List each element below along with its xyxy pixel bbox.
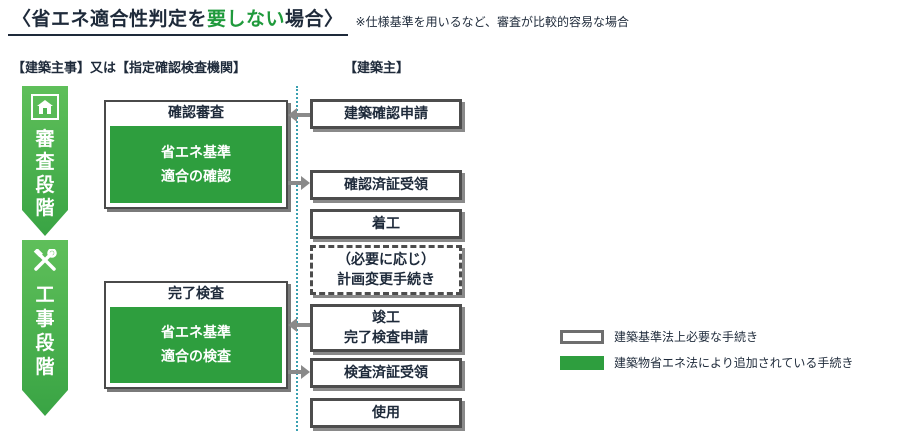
title-emphasis: 要しない xyxy=(207,8,286,30)
step-use-line-1: 使用 xyxy=(372,405,400,421)
step-construction-start: 着工 xyxy=(310,209,462,239)
stage-construction-char-4: 階 xyxy=(35,356,55,378)
legend-label-basic: 建築基準法上必要な手続き xyxy=(614,330,759,344)
inspection-box-header: 完了検査 xyxy=(168,286,224,302)
stage-construction: 工 事 段 階 xyxy=(22,240,68,416)
review-box: 確認審査 省エネ基準 適合の確認 xyxy=(104,100,288,209)
step-construction-start-line-1: 着工 xyxy=(372,216,400,232)
title-note: ※仕様基準を用いるなど、審査が比較的容易な場合 xyxy=(355,15,630,29)
legend-swatch-green xyxy=(560,355,604,370)
step-building-application: 建築確認申請 xyxy=(310,99,462,129)
legend-swatch-white xyxy=(560,329,604,344)
stage-review-char-1: 審 xyxy=(35,128,55,150)
step-completion-application: 竣工 完了検査申請 xyxy=(310,304,462,352)
step-inspection-receipt-line-1: 検査済証受領 xyxy=(344,365,428,381)
step-plan-change-line-1: （必要に応じ） xyxy=(337,252,435,268)
title-pre: 〈省エネ適合性判定を xyxy=(12,8,208,30)
building-icon xyxy=(31,94,59,120)
step-confirmation-receipt: 確認済証受領 xyxy=(310,170,462,200)
inspection-box: 完了検査 省エネ基準 適合の検査 xyxy=(104,281,288,389)
column-divider xyxy=(296,86,298,431)
legend-item-basic: 建築基準法上必要な手続き xyxy=(560,328,758,345)
step-inspection-receipt: 検査済証受領 xyxy=(310,358,462,388)
review-green-line-1: 省エネ基準 xyxy=(161,144,231,161)
stage-review: 審 査 段 階 xyxy=(22,86,68,236)
stage-review-char-3: 段 xyxy=(35,174,55,196)
page-title: 〈省エネ適合性判定を要しない場合〉 xyxy=(8,4,348,36)
step-completion-application-line-1: 竣工 xyxy=(372,310,400,326)
step-confirmation-receipt-line-1: 確認済証受領 xyxy=(344,177,428,193)
stage-construction-char-2: 事 xyxy=(35,308,55,330)
inspection-green-line-1: 省エネ基準 xyxy=(161,325,231,341)
title-row: 〈省エネ適合性判定を要しない場合〉 ※仕様基準を用いるなど、審査が比較的容易な場… xyxy=(8,8,629,36)
step-completion-application-line-2: 完了検査申請 xyxy=(344,330,428,346)
stage-construction-char-1: 工 xyxy=(35,284,55,306)
review-box-header: 確認審査 xyxy=(168,105,224,121)
column-heading-authority: 【建築主事】又は【指定確認検査機関】 xyxy=(12,61,247,76)
step-use: 使用 xyxy=(310,398,462,428)
step-plan-change-line-2: 計画変更手続き xyxy=(337,272,435,288)
legend-item-energy: 建築物省エネ法により追加されている手続き xyxy=(560,354,853,371)
inspection-green-area: 省エネ基準 適合の検査 xyxy=(110,307,282,383)
column-heading-owner: 【建築主】 xyxy=(344,61,410,76)
arrow-inspection-to-certificate xyxy=(288,365,310,379)
tools-icon xyxy=(31,248,59,274)
arrow-completion-to-inspection xyxy=(288,318,310,332)
step-plan-change: （必要に応じ） 計画変更手続き xyxy=(310,245,462,295)
stage-review-char-2: 査 xyxy=(35,151,55,173)
stage-review-char-4: 階 xyxy=(35,197,55,219)
stage-construction-char-3: 段 xyxy=(35,332,55,354)
step-building-application-line-1: 建築確認申請 xyxy=(344,106,428,122)
title-post: 場合〉 xyxy=(285,8,344,30)
arrow-review-to-certificate xyxy=(288,176,310,190)
review-green-line-2: 適合の確認 xyxy=(161,168,231,185)
legend-label-energy: 建築物省エネ法により追加されている手続き xyxy=(614,356,854,370)
arrow-application-to-review xyxy=(288,108,310,122)
review-green-area: 省エネ基準 適合の確認 xyxy=(110,126,282,203)
inspection-green-line-2: 適合の検査 xyxy=(161,349,231,365)
